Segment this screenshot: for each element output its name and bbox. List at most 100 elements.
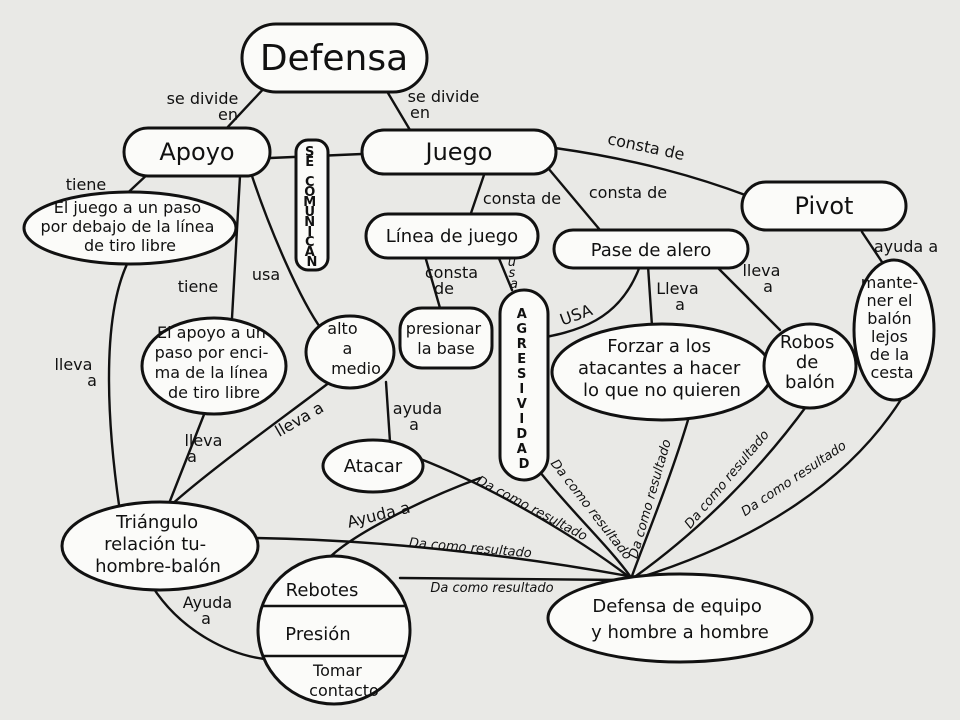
- label-se-comunican-box: S E C O M U N I C A N: [294, 138, 330, 272]
- svg-text:A G R E: A G R E S I V I D A D: [516, 307, 531, 472]
- node-pase-alero: Pase de alero: [552, 228, 750, 270]
- label-se-comunican-8: N: [304, 215, 315, 230]
- node-alto-medio: alto a medio: [304, 314, 396, 390]
- label-se-comunican-1: S: [305, 145, 314, 160]
- svg-text:El apoyo a un paso por e: El apoyo a un paso por enci- ma de la lí…: [155, 323, 274, 402]
- label-se-comunican-4: C: [305, 175, 315, 190]
- svg-text:se divide en: se divide en: [408, 87, 485, 122]
- label-se-comunican-5: O: [304, 185, 315, 200]
- label-lleva-forzar-1: Lleva: [656, 279, 698, 298]
- svg-text:Forzar a los atacantes a: Forzar a los atacantes a hacer lo que no…: [578, 336, 746, 401]
- triangulo-line-2: relación tu-: [104, 534, 206, 555]
- label-lleva-left-2: a: [87, 371, 97, 390]
- label-se-comunican-6: M: [303, 195, 316, 210]
- node-pase-alero-label: Pase de alero: [591, 240, 712, 261]
- alto-medio-line-3: medio: [331, 359, 381, 378]
- label-se-divide-right-2: en: [410, 103, 430, 122]
- triangulo-line-3: hombre-balón: [95, 556, 221, 577]
- label-ayuda-atacar-2: a: [409, 415, 419, 434]
- robos-line-3: balón: [785, 372, 835, 393]
- rebotes-label: Rebotes: [286, 580, 359, 601]
- svg-text:Triángulo relación tu-: Triángulo relación tu- hombre-balón: [95, 512, 221, 577]
- edge-pivot-mantener: [860, 230, 884, 264]
- edge-linea-agresividad: [496, 254, 514, 292]
- node-defensa: Defensa: [240, 22, 429, 94]
- edge-alto-atacar: [384, 380, 392, 444]
- label-usa-agresividad-2: s: [509, 266, 516, 281]
- presionar-base-line-2: la base: [417, 339, 474, 358]
- agresividad-letter-5: S: [517, 367, 526, 382]
- label-lleva-forzar-2: a: [675, 295, 685, 314]
- node-linea-juego: Línea de juego: [364, 212, 540, 260]
- defensa-equipo-line-1: Defensa de equipo: [592, 596, 761, 617]
- svg-text:lleva a: lleva a: [742, 261, 785, 296]
- defensa-equipo-line-2: y hombre a hombre: [591, 622, 769, 643]
- label-lleva-left-1: lleva: [54, 355, 92, 374]
- svg-text:Lleva a: Lleva a: [656, 279, 704, 314]
- svg-text:Ayuda a: Ayuda a: [183, 593, 238, 628]
- label-se-comunican-2: E: [305, 155, 314, 170]
- label-ayuda-atacar-1: ayuda: [393, 399, 442, 418]
- node-presionar-base: presionar la base: [398, 306, 494, 370]
- label-resultado-rebotes: Da como resultado: [430, 581, 553, 596]
- label-se-divide-right-1: se divide: [408, 87, 480, 106]
- edge-pase-forzar: [646, 264, 654, 328]
- node-linea-juego-label: Línea de juego: [386, 226, 518, 247]
- node-mantener: mante- ner el balón lejos de la cesta: [852, 258, 936, 402]
- agresividad-letter-7: V: [517, 397, 527, 412]
- tomar-contacto-line-2: contacto: [309, 681, 379, 700]
- node-juego-bajo: El juego a un paso por debajo de la líne…: [22, 190, 238, 266]
- node-rebotes-group: Rebotes Presión Tomar contacto: [256, 554, 412, 706]
- edge-defensa-apoyo: [223, 82, 270, 132]
- node-juego: Juego: [360, 128, 558, 176]
- mantener-line-2: ner el: [866, 291, 912, 310]
- edge-juego-linea: [468, 170, 487, 218]
- edge-triangulo-equipo: [254, 536, 630, 578]
- node-forzar: Forzar a los atacantes a hacer lo que no…: [550, 322, 774, 422]
- mantener-line-5: de la: [870, 345, 909, 364]
- node-pivot-label: Pivot: [795, 192, 854, 220]
- edge-apoyo-apoyoencima: [230, 174, 242, 320]
- label-se-divide-left-2: en: [218, 105, 238, 124]
- svg-text:ayuda a: ayuda a: [393, 399, 447, 434]
- svg-text:se divide en: se divide en: [167, 89, 244, 124]
- presion-label: Presión: [285, 624, 350, 645]
- mantener-line-6: cesta: [870, 363, 913, 382]
- label-consta-presionar-1: consta: [425, 263, 478, 282]
- presionar-base-line-1: presionar: [406, 319, 482, 338]
- agresividad-letter-4: E: [517, 352, 526, 367]
- edge-rebotes-equipo: [398, 576, 626, 582]
- agresividad-letter-9: D: [516, 427, 527, 442]
- node-juego-label: Juego: [424, 138, 493, 166]
- agresividad-letter-11: D: [519, 457, 530, 472]
- triangulo-line-1: Triángulo: [115, 512, 198, 533]
- agresividad-letter-8: I: [519, 412, 524, 427]
- edge-forzar-equipo: [630, 418, 690, 578]
- svg-text:alto a medio: alto a medio: [327, 319, 381, 378]
- apoyo-encima-line-3: ma de la línea: [155, 363, 269, 382]
- node-atacar-label: Atacar: [344, 456, 403, 477]
- svg-text:presionar la base: presionar la base: [406, 319, 486, 358]
- edge-atacar-equipo: [416, 456, 630, 578]
- label-ayuda-pivot: ayuda a: [874, 237, 938, 256]
- agresividad-letter-1: A: [517, 307, 527, 322]
- robos-line-2: de: [796, 352, 819, 373]
- label-ayuda-triangulo: Ayuda a: [345, 498, 412, 532]
- label-lleva-apoyo-2: a: [187, 447, 197, 466]
- node-pivot: Pivot: [740, 180, 908, 232]
- label-lleva-robos-1: lleva: [742, 261, 780, 280]
- alto-medio-line-2: a: [343, 339, 353, 358]
- node-triangulo: Triángulo relación tu- hombre-balón: [60, 500, 260, 592]
- svg-text:S E: S E C O M U N I C A N: [303, 145, 320, 270]
- mantener-line-4: lejos: [871, 327, 908, 346]
- label-tiene-juego: tiene: [66, 175, 107, 194]
- svg-text:Robos de balón: Robos de balón: [780, 332, 840, 393]
- label-se-divide-left-1: se divide: [167, 89, 239, 108]
- label-ayuda-bottom-2: a: [201, 609, 211, 628]
- label-ayuda-bottom-1: Ayuda: [183, 593, 232, 612]
- edge-alto-triangulo: [168, 380, 332, 508]
- svg-text:Tomar contacto: Tomar contacto: [309, 661, 379, 700]
- edge-robos-equipo: [634, 402, 810, 578]
- label-consta-de-pase: consta de: [589, 183, 667, 202]
